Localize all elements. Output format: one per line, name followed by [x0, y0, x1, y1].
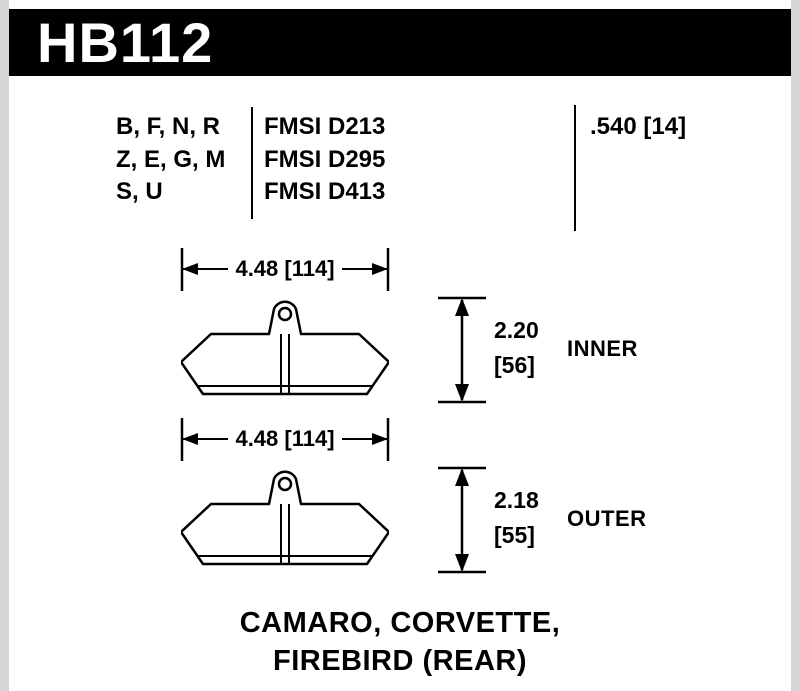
part-number-banner: HB112	[9, 9, 791, 76]
fmsi-row: FMSI D413	[264, 178, 386, 205]
pad-view-outer: 4.48 [114] 2.18 [55] OUTER	[0, 413, 800, 583]
brake-pad-outline	[181, 300, 389, 396]
left-edge-strip	[0, 0, 9, 691]
compound-codes-row: B, F, N, R	[116, 113, 221, 140]
table-divider	[251, 107, 253, 219]
fmsi-row: FMSI D213	[264, 113, 386, 140]
application-caption-line2: FIREBIRD (REAR)	[273, 645, 527, 677]
part-number: HB112	[37, 11, 214, 74]
pad-side-label: OUTER	[567, 506, 647, 531]
compound-codes-row: S, U	[116, 178, 163, 205]
height-dimension-arrows	[438, 466, 486, 574]
fmsi-row: FMSI D295	[264, 145, 386, 173]
width-dimension-value: 4.48 [114]	[228, 256, 342, 281]
width-dimension-value: 4.48 [114]	[228, 426, 342, 451]
table-divider	[574, 105, 576, 231]
application-caption: CAMARO, CORVETTE, FIREBIRD (REAR)	[0, 604, 800, 680]
width-dimension-label-wrap: 4.48 [114]	[180, 426, 390, 452]
application-caption-line1: CAMARO, CORVETTE,	[239, 607, 561, 639]
brake-pad-outline	[181, 470, 389, 566]
pad-view-inner: 4.48 [114] 2.20 [56] INNER	[0, 243, 800, 413]
height-dimension-value-mm: [56]	[494, 352, 535, 378]
height-dimension-value-mm: [55]	[494, 522, 535, 548]
height-dimension-value: 2.20	[494, 317, 539, 343]
width-dimension-label-wrap: 4.48 [114]	[180, 256, 390, 282]
height-dimension-value: 2.18	[494, 487, 539, 513]
compound-codes-column: B, F, N, R Z, E, G, M S, U	[116, 111, 225, 209]
height-dimension-arrows	[438, 296, 486, 404]
compound-codes-row: Z, E, G, M	[116, 145, 226, 173]
right-edge-strip	[791, 0, 800, 691]
fmsi-numbers-column: FMSI D213 FMSI D295 FMSI D413	[264, 111, 385, 209]
pad-side-label: INNER	[567, 336, 638, 361]
pad-thickness-value: .540 [14]	[590, 113, 687, 140]
